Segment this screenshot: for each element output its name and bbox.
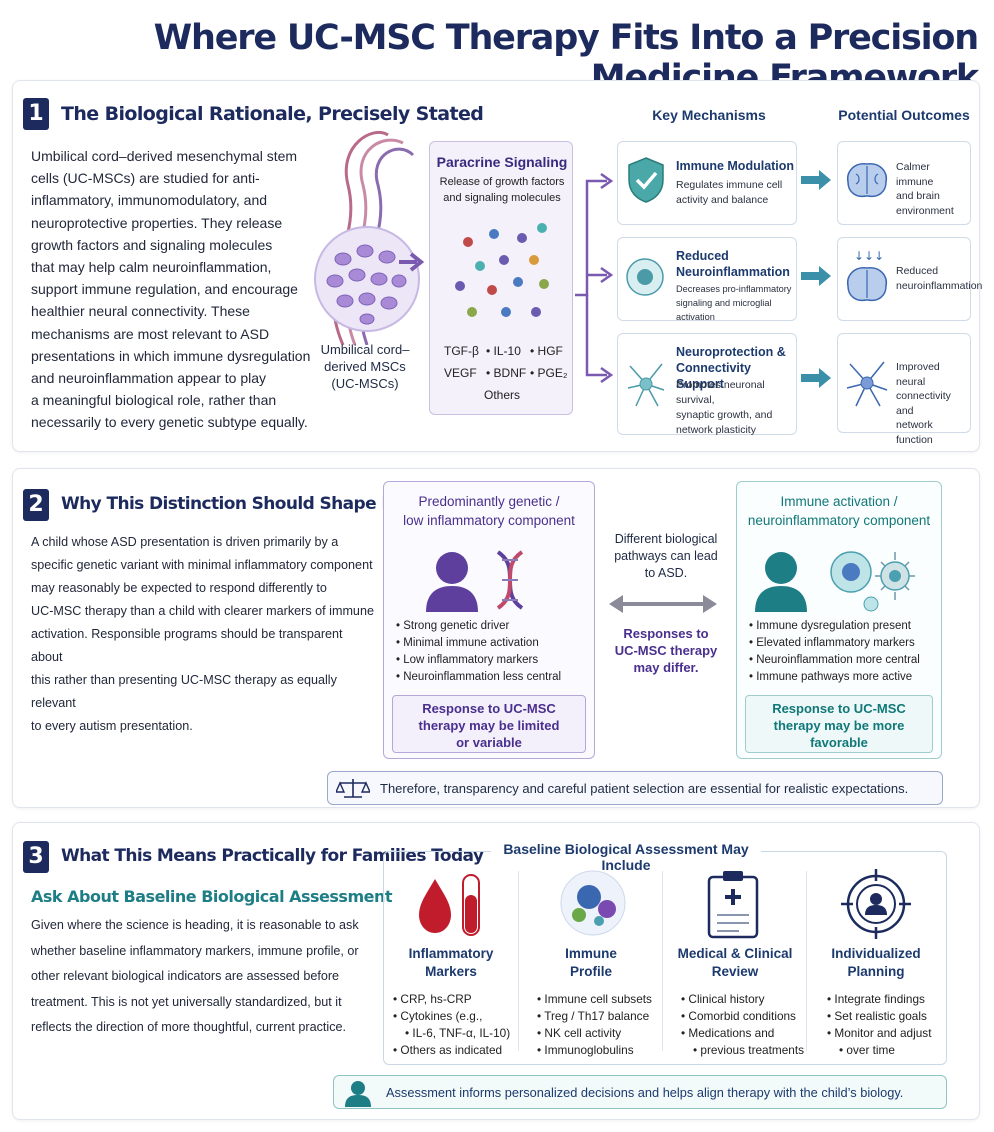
section-number: 2: [23, 489, 49, 521]
column-items: Integrate findings Set realistic goals M…: [827, 991, 931, 1059]
arrow-right-icon: [801, 266, 831, 286]
immune-profile-column: Immune Profile Immune cell subsets Treg …: [519, 869, 663, 1057]
outcome-text: Calmer immune and brain environment: [896, 161, 954, 217]
immune-cells-icon: [830, 551, 915, 612]
branch-arrows-icon: [575, 172, 614, 384]
banner-text: Therefore, transparency and careful pati…: [380, 781, 909, 796]
individualized-planning-column: Individualized Planning Integrate findin…: [807, 869, 945, 1057]
mechanism-card-reduced-neuroinflammation: Reduced Neuroinflammation Decreases pro-…: [617, 237, 797, 322]
neuron-network-icon: [846, 361, 888, 407]
neuron-icon: [627, 363, 665, 407]
panel-title: Immune activation / neuroinflammatory co…: [747, 494, 931, 528]
assessment-heading: Baseline Biological Assessment May Inclu…: [491, 841, 761, 873]
child-person-icon: [755, 552, 807, 612]
pathways-note: Different biological pathways can lead t…: [614, 532, 718, 580]
outcome-text: Improved neural connectivity and network…: [896, 361, 951, 446]
double-arrow-icon: [609, 595, 717, 613]
banner-text: Assessment informs personalized decision…: [386, 1085, 904, 1100]
factor-hgf: • HGF: [530, 344, 563, 358]
families-paragraph: Given where the science is heading, it i…: [31, 918, 359, 1034]
msc-cell-cluster-icon: [314, 226, 420, 332]
section-title: The Biological Rationale, Precisely Stat…: [61, 103, 484, 125]
mechanism-description: Promotes neuronal survival, synaptic gro…: [676, 379, 773, 436]
brain-icon: [846, 163, 888, 198]
section-title: What This Means Practically for Families…: [61, 846, 484, 866]
genetic-bullets: Strong genetic driver Minimal immune act…: [396, 618, 561, 686]
column-title: Inflammatory Markers: [408, 946, 494, 979]
balance-scale-icon: [336, 779, 370, 798]
column-title: Immune Profile: [565, 946, 617, 979]
person-icon: [345, 1081, 371, 1107]
column-title: Medical & Clinical Review: [677, 946, 793, 979]
assessment-banner: Assessment informs personalized decision…: [333, 1075, 947, 1109]
paracrine-description: Release of growth factors and signaling …: [439, 176, 565, 204]
factor-tgf-beta: TGF-β: [444, 344, 479, 358]
column-items: Clinical history Comorbid conditions Med…: [681, 991, 804, 1059]
response-limited-box: Response to UC-MSC therapy may be limite…: [392, 695, 586, 753]
signaling-molecules-icon: [455, 223, 549, 317]
response-favorable-box: Response to UC-MSC therapy may be more f…: [745, 695, 933, 753]
outcomes-heading: Potential Outcomes: [838, 107, 970, 123]
mechanism-description: Regulates immune cell activity and balan…: [676, 179, 783, 206]
paracrine-signaling-box: Paracrine Signaling Release of growth fa…: [429, 141, 573, 415]
expectations-paragraph: A child whose ASD presentation is driven…: [31, 535, 374, 733]
section-practical-families: 3 What This Means Practically for Famili…: [12, 822, 980, 1120]
factor-others: Others: [483, 388, 520, 402]
child-person-icon: [426, 552, 478, 612]
svg-text:↓↓↓: ↓↓↓: [854, 249, 884, 263]
mechanisms-heading: Key Mechanisms: [652, 107, 766, 123]
factor-vegf: VEGF: [444, 366, 477, 380]
inflammatory-markers-column: Inflammatory Markers CRP, hs-CRP Cytokin…: [385, 869, 517, 1057]
paracrine-title: Paracrine Signaling: [436, 154, 568, 170]
mechanism-card-immune-modulation: Immune Modulation Regulates immune cell …: [617, 141, 797, 225]
section-number: 3: [23, 841, 49, 873]
medical-review-column: Medical & Clinical Review Clinical histo…: [663, 869, 807, 1057]
clipboard-icon: [707, 871, 759, 939]
genetic-component-panel: Predominantly genetic / low inflammatory…: [383, 481, 595, 759]
arrow-right-icon: [801, 368, 831, 388]
brain-down-arrows-icon: ↓↓↓: [846, 249, 888, 302]
mechanism-title: Reduced Neuroinflammation: [676, 249, 790, 279]
section-number: 1: [23, 98, 49, 130]
immune-component-panel: Immune activation / neuroinflammatory co…: [736, 481, 942, 759]
column-items: Immune cell subsets Treg / Th17 balance …: [537, 991, 652, 1059]
factor-bdnf: • BDNF: [486, 366, 527, 380]
immune-bullets: Immune dysregulation present Elevated in…: [749, 618, 920, 686]
column-items: CRP, hs-CRP Cytokines (e.g., IL-6, TNF-α…: [393, 991, 510, 1059]
arrow-right-icon: [801, 170, 831, 190]
dna-icon: [496, 550, 524, 610]
section-subtitle: Ask About Baseline Biological Assessment: [31, 887, 393, 906]
factor-il-10: • IL-10: [486, 344, 521, 358]
microglia-cell-icon: [626, 258, 664, 296]
transparency-banner: Therefore, transparency and careful pati…: [327, 771, 943, 805]
mechanism-card-neuroprotection: Neuroprotection & Connectivity Support P…: [617, 333, 797, 436]
column-title: Individualized Planning: [831, 946, 921, 979]
outcome-card-reduced-neuroinflammation: ↓↓↓ Reduced neuroinflammation: [837, 237, 982, 321]
factor-pge2: • PGE₂: [530, 366, 568, 380]
section-biological-rationale: 1 The Biological Rationale, Precisely St…: [12, 80, 982, 452]
mechanism-description: Decreases pro-inflammatory signaling and…: [676, 284, 792, 322]
outcome-card-improved-connectivity: Improved neural connectivity and network…: [837, 333, 971, 446]
panel-title: Predominantly genetic / low inflammatory…: [403, 494, 575, 528]
outcome-card-calmer-environment: Calmer immune and brain environment: [837, 141, 971, 225]
mechanism-title: Neuroprotection & Connectivity Support: [676, 345, 786, 391]
target-person-icon: [841, 869, 911, 939]
msc-label: Umbilical cord– derived MSCs (UC-MSCs): [320, 342, 410, 391]
rationale-paragraph: Umbilical cord–derived mesenchymal stem …: [31, 148, 311, 431]
arrow-right-icon: [399, 252, 425, 272]
outcome-text: Reduced neuroinflammation: [896, 265, 983, 292]
page-title: Where UC-MSC Therapy Fits Into a Precisi…: [153, 18, 980, 98]
section-shape-expectations: 2 Why This Distinction Should Shape Expe…: [12, 468, 980, 808]
immune-cells-icon: [560, 870, 626, 936]
shield-check-icon: [628, 157, 664, 203]
blood-drop-tube-icon: [419, 874, 480, 936]
responses-differ-note: Responses to UC-MSC therapy may differ.: [614, 626, 718, 675]
